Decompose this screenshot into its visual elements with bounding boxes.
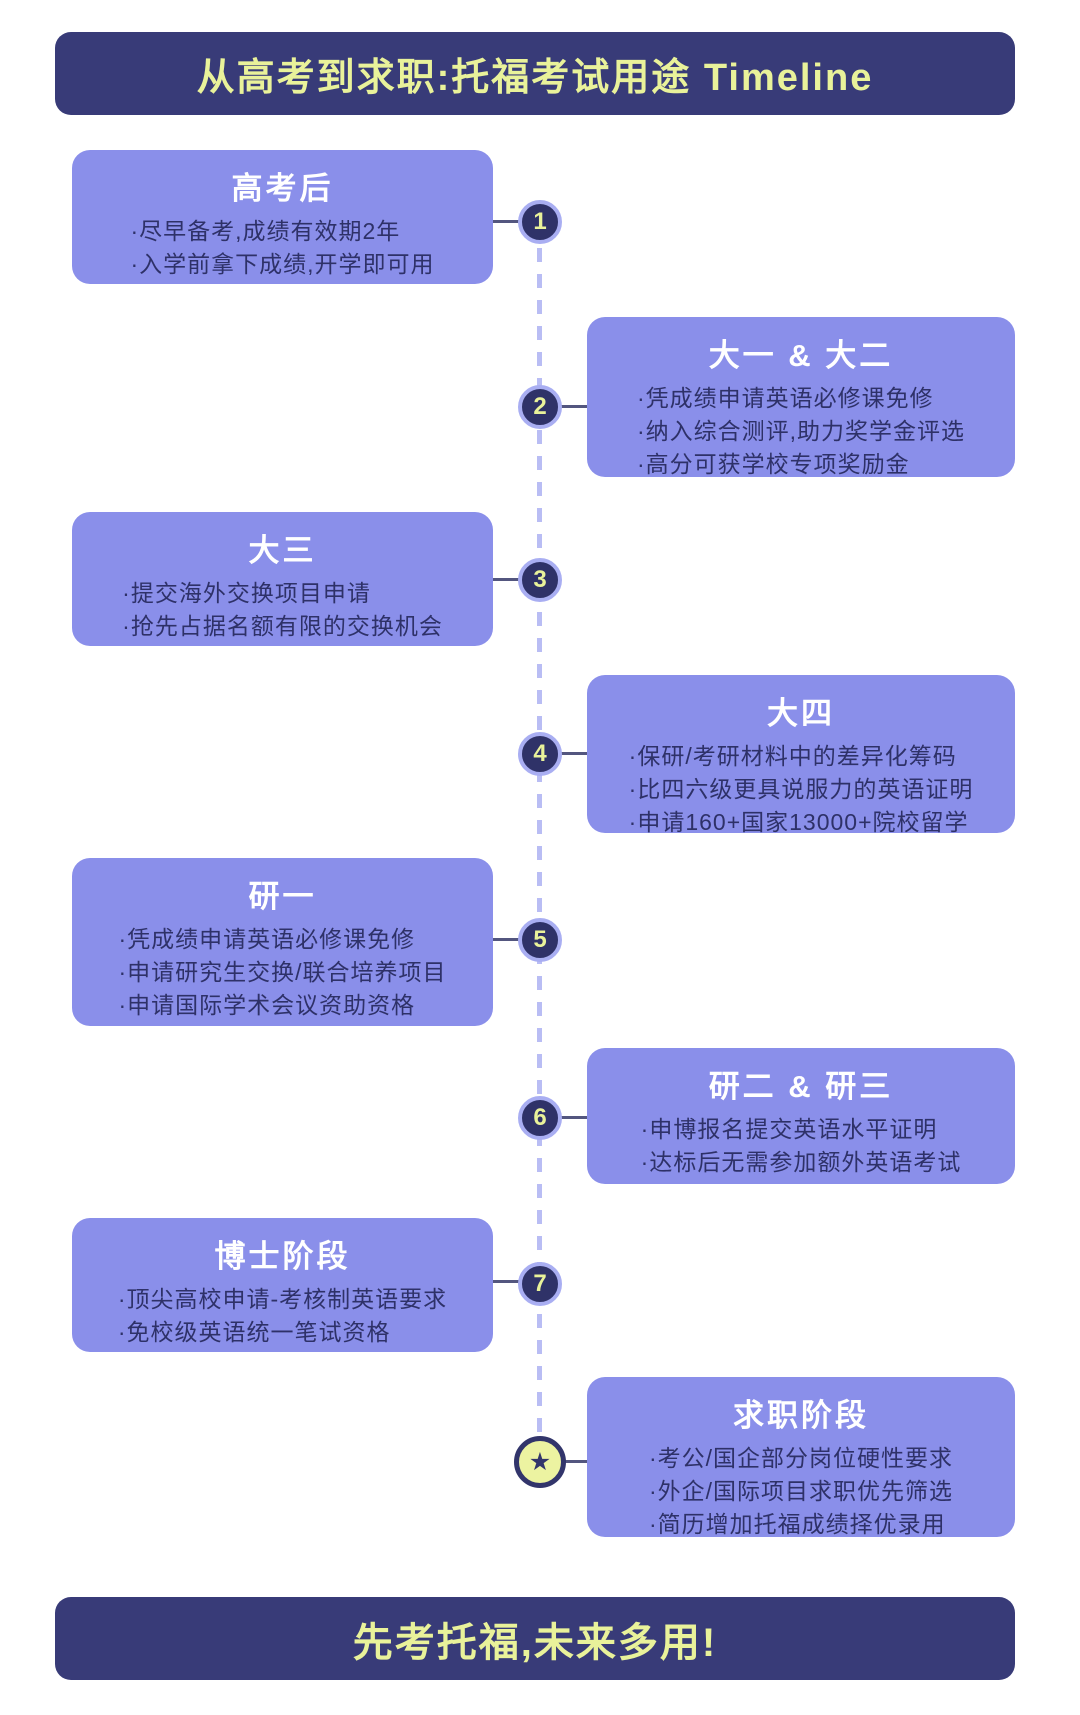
bullet-list: ·考公/国企部分岗位硬性要求 ·外企/国际项目求职优先筛选 ·简历增加托福成绩择…: [649, 1442, 953, 1541]
card-job-hunting-stage: 求职阶段 ·考公/国企部分岗位硬性要求 ·外企/国际项目求职优先筛选 ·简历增加…: [587, 1377, 1015, 1537]
star-icon: ★: [528, 1448, 552, 1476]
bullet-list: ·凭成绩申请英语必修课免修 ·纳入综合测评,助力奖学金评选 ·高分可获学校专项奖…: [637, 382, 965, 481]
connector-line: [535, 1116, 610, 1119]
card-after-gaokao: 高考后 ·尽早备考,成绩有效期2年 ·入学前拿下成绩,开学即可用: [72, 150, 493, 284]
page-title: 从高考到求职:托福考试用途 Timeline: [196, 57, 874, 99]
bullet-item: ·入学前拿下成绩,开学即可用: [130, 251, 435, 277]
card-grad-year1: 研一 ·凭成绩申请英语必修课免修 ·申请研究生交换/联合培养项目 ·申请国际学术…: [72, 858, 493, 1026]
bullet-item: ·考公/国企部分岗位硬性要求: [648, 1445, 954, 1471]
bullet-list: ·凭成绩申请英语必修课免修 ·申请研究生交换/联合培养项目 ·申请国际学术会议资…: [118, 923, 446, 1022]
timeline-node-final: ★: [514, 1436, 566, 1488]
connector-line: [535, 752, 610, 755]
connector-line: [470, 1280, 545, 1283]
bullet-list: ·尽早备考,成绩有效期2年 ·入学前拿下成绩,开学即可用: [130, 215, 434, 281]
bullet-item: ·提交海外交换项目申请: [122, 580, 371, 606]
bullet-item: ·凭成绩申请英语必修课免修: [636, 385, 934, 411]
timeline-node-2: 2: [518, 385, 562, 429]
bullet-item: ·纳入综合测评,助力奖学金评选: [636, 418, 966, 444]
card-title: 大三: [248, 533, 317, 568]
bullet-list: ·申博报名提交英语水平证明 ·达标后无需参加额外英语考试: [641, 1113, 962, 1179]
node-number: 1: [533, 208, 547, 235]
bullet-item: ·高分可获学校专项奖励金: [636, 451, 910, 477]
bullet-item: ·保研/考研材料中的差异化筹码: [628, 743, 957, 769]
card-title: 博士阶段: [214, 1239, 351, 1274]
bullet-item: ·比四六级更具说服力的英语证明: [628, 776, 974, 802]
bullet-list: ·顶尖高校申请-考核制英语要求 ·免校级英语统一笔试资格: [118, 1283, 447, 1349]
bullet-item: ·免校级英语统一笔试资格: [117, 1319, 391, 1345]
bullet-item: ·申请国际学术会议资助资格: [118, 992, 416, 1018]
card-title: 大一 & 大二: [708, 338, 894, 373]
node-number: 4: [533, 740, 547, 767]
card-title: 研一: [248, 879, 317, 914]
card-phd-stage: 博士阶段 ·顶尖高校申请-考核制英语要求 ·免校级英语统一笔试资格: [72, 1218, 493, 1352]
timeline-node-4: 4: [518, 732, 562, 776]
timeline-node-7: 7: [518, 1262, 562, 1306]
bullet-item: ·凭成绩申请英语必修课免修: [118, 926, 416, 952]
timeline-node-6: 6: [518, 1096, 562, 1140]
bullet-item: ·抢先占据名额有限的交换机会: [122, 613, 443, 639]
card-title: 高考后: [231, 171, 334, 206]
node-number: 3: [533, 566, 547, 593]
card-title: 大四: [767, 696, 835, 731]
timeline-node-5: 5: [518, 918, 562, 962]
card-title: 研二 & 研三: [708, 1069, 894, 1104]
connector-line: [535, 405, 610, 408]
bullet-item: ·申博报名提交英语水平证明: [640, 1116, 938, 1142]
timeline-node-3: 3: [518, 558, 562, 602]
bullet-list: ·保研/考研材料中的差异化筹码 ·比四六级更具说服力的英语证明 ·申请160+国…: [629, 740, 974, 839]
bullet-item: ·顶尖高校申请-考核制英语要求: [117, 1286, 448, 1312]
node-number: 5: [533, 926, 547, 953]
bullet-item: ·外企/国际项目求职优先筛选: [648, 1478, 954, 1504]
footer-title: 先考托福,未来多用!: [352, 1620, 718, 1665]
bullet-item: ·申请研究生交换/联合培养项目: [118, 959, 447, 985]
card-title: 求职阶段: [733, 1398, 869, 1433]
card-freshman-sophomore: 大一 & 大二 ·凭成绩申请英语必修课免修 ·纳入综合测评,助力奖学金评选 ·高…: [587, 317, 1015, 477]
footer-banner: 先考托福,未来多用!: [55, 1597, 1015, 1680]
card-grad-year2-3: 研二 & 研三 ·申博报名提交英语水平证明 ·达标后无需参加额外英语考试: [587, 1048, 1015, 1184]
connector-line: [470, 938, 545, 941]
bullet-item: ·申请160+国家13000+院校留学: [628, 809, 969, 835]
timeline-node-1: 1: [518, 200, 562, 244]
connector-line: [535, 1460, 610, 1463]
card-junior-year: 大三 ·提交海外交换项目申请 ·抢先占据名额有限的交换机会: [72, 512, 493, 646]
card-senior-year: 大四 ·保研/考研材料中的差异化筹码 ·比四六级更具说服力的英语证明 ·申请16…: [587, 675, 1015, 835]
bullet-item: ·达标后无需参加额外英语考试: [640, 1149, 962, 1175]
timeline-dashed-line: [537, 222, 542, 1462]
header-banner: 从高考到求职:托福考试用途 Timeline: [55, 32, 1015, 115]
node-number: 7: [533, 1270, 547, 1297]
node-number: 2: [533, 393, 547, 420]
connector-line: [470, 578, 545, 581]
bullet-item: ·尽早备考,成绩有效期2年: [130, 218, 401, 244]
connector-line: [470, 220, 545, 223]
bullet-list: ·提交海外交换项目申请 ·抢先占据名额有限的交换机会: [122, 577, 443, 643]
node-number: 6: [533, 1104, 547, 1131]
bullet-item: ·简历增加托福成绩择优录用: [648, 1511, 946, 1537]
